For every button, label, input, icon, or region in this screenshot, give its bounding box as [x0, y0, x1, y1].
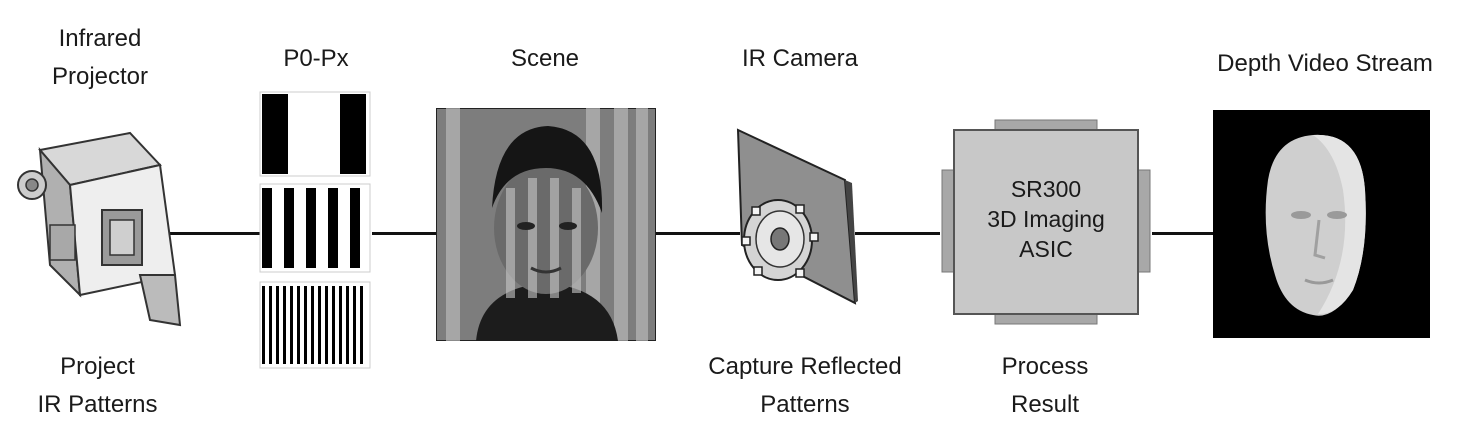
connector-camera-asic	[855, 232, 942, 235]
camera-caption: Capture Reflected Patterns	[708, 353, 902, 418]
connector-patterns-scene	[372, 232, 438, 235]
stripe-pattern-icon	[258, 90, 372, 370]
output-title: Depth Video Stream	[1217, 50, 1433, 77]
asic-label: SR300 3D Imaging ASIC	[987, 176, 1105, 262]
connector-asic-output	[1150, 232, 1214, 235]
asic-chip-icon	[940, 118, 1152, 326]
patterns-title: P0-Px	[283, 45, 349, 72]
scene-face-icon	[436, 108, 656, 341]
projector-icon	[10, 125, 195, 330]
projector-title: Infrared Projector	[51, 25, 149, 90]
asic-caption: Process Result	[1001, 353, 1089, 418]
connector-scene-camera	[656, 232, 740, 235]
connector-projector-patterns	[170, 232, 260, 235]
camera-title: IR Camera	[741, 45, 859, 72]
scene-title: Scene	[510, 45, 580, 72]
camera-icon	[730, 125, 860, 305]
depth-face-icon	[1213, 110, 1430, 338]
projector-caption: Project IR Patterns	[37, 353, 158, 418]
